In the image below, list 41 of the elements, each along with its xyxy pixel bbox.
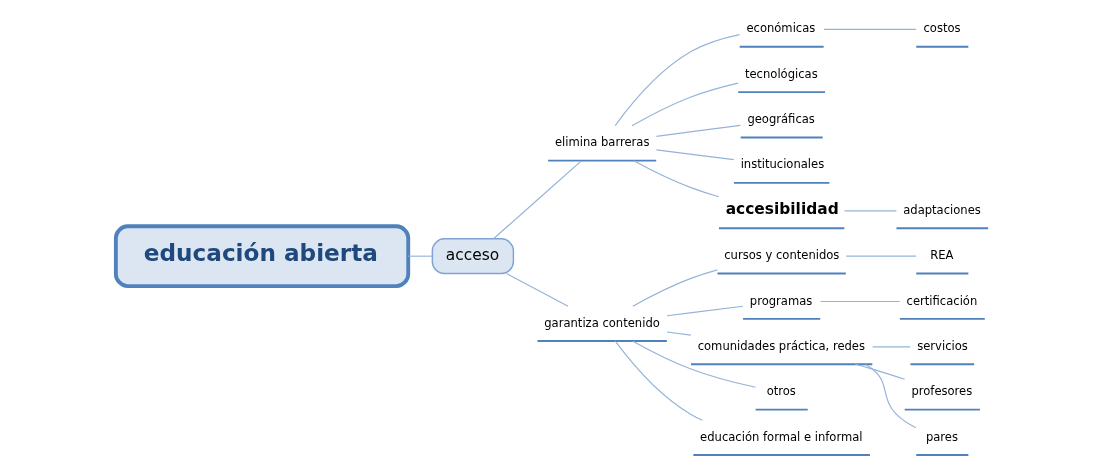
node-box: acceso [431, 238, 515, 275]
connector [872, 346, 911, 348]
connector [633, 160, 720, 198]
connector [655, 149, 735, 161]
node-text: educación formal e informal [700, 429, 863, 444]
connector [666, 305, 744, 317]
node-text: económicas [746, 21, 816, 36]
connector [492, 160, 582, 240]
node-text: servicios [917, 338, 968, 353]
node-text: REA [930, 248, 954, 263]
connector [854, 363, 906, 380]
connector [823, 28, 917, 30]
node-text: pares [925, 429, 958, 444]
connector [655, 124, 742, 137]
connector [820, 300, 901, 303]
node-text: geográficas [747, 112, 815, 127]
node-text: adaptaciones [903, 202, 981, 217]
node-text: otros [766, 384, 796, 399]
connector [666, 331, 692, 336]
node-text: accesibilidad [725, 199, 839, 218]
connector [632, 269, 718, 307]
node-text: comunidades práctica, redes [697, 338, 866, 353]
connector [631, 82, 739, 127]
node-text: institucionales [740, 157, 825, 172]
node-text: cursos y contenidos [724, 248, 840, 263]
connector [865, 363, 917, 429]
node-text: elimina barreras [554, 135, 650, 150]
connector [843, 210, 897, 212]
node-text: costos [923, 21, 961, 36]
node-text: programas [749, 293, 813, 308]
connector [632, 340, 757, 388]
node-text: garantiza contenido [544, 315, 660, 330]
node-text: certificación [906, 293, 978, 308]
connector [845, 255, 917, 257]
node-text: tecnológicas [744, 66, 818, 81]
connector [614, 340, 703, 421]
connector [506, 273, 569, 307]
node-box: educación abierta [113, 224, 411, 288]
connector [407, 255, 433, 257]
node-text: profesores [911, 384, 973, 399]
connector [614, 34, 741, 127]
